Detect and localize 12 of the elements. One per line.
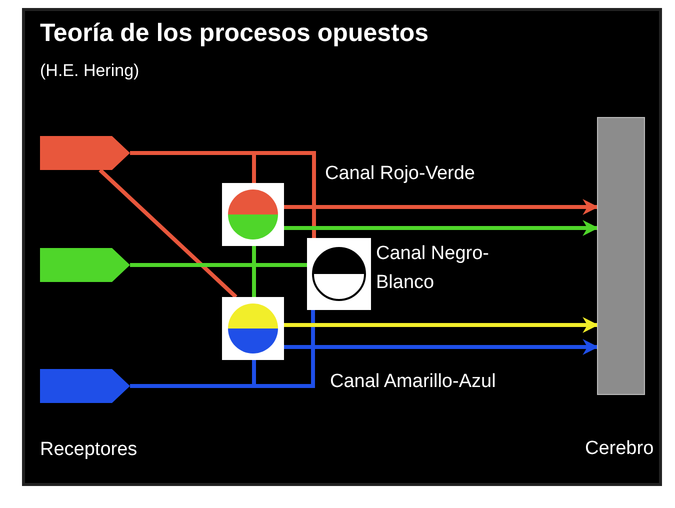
axis-caption: Cerebro	[585, 437, 655, 461]
channel-label: Canal Amarillo-Azul	[330, 370, 496, 394]
connector-line	[130, 360, 256, 388]
opponent-cell-symbol	[222, 183, 284, 246]
connector-line	[130, 151, 316, 238]
channel-label: Canal Rojo-Verde	[325, 162, 475, 186]
title: Teoría de los procesos opuestos	[40, 18, 429, 48]
subtitle: (H.E. Hering)	[40, 60, 140, 82]
connector-line	[98, 168, 238, 298]
channel-label: Canal Negro-Blanco	[376, 242, 490, 294]
opponent-cell-symbol	[222, 297, 284, 360]
axis-caption: Receptores	[40, 438, 138, 462]
